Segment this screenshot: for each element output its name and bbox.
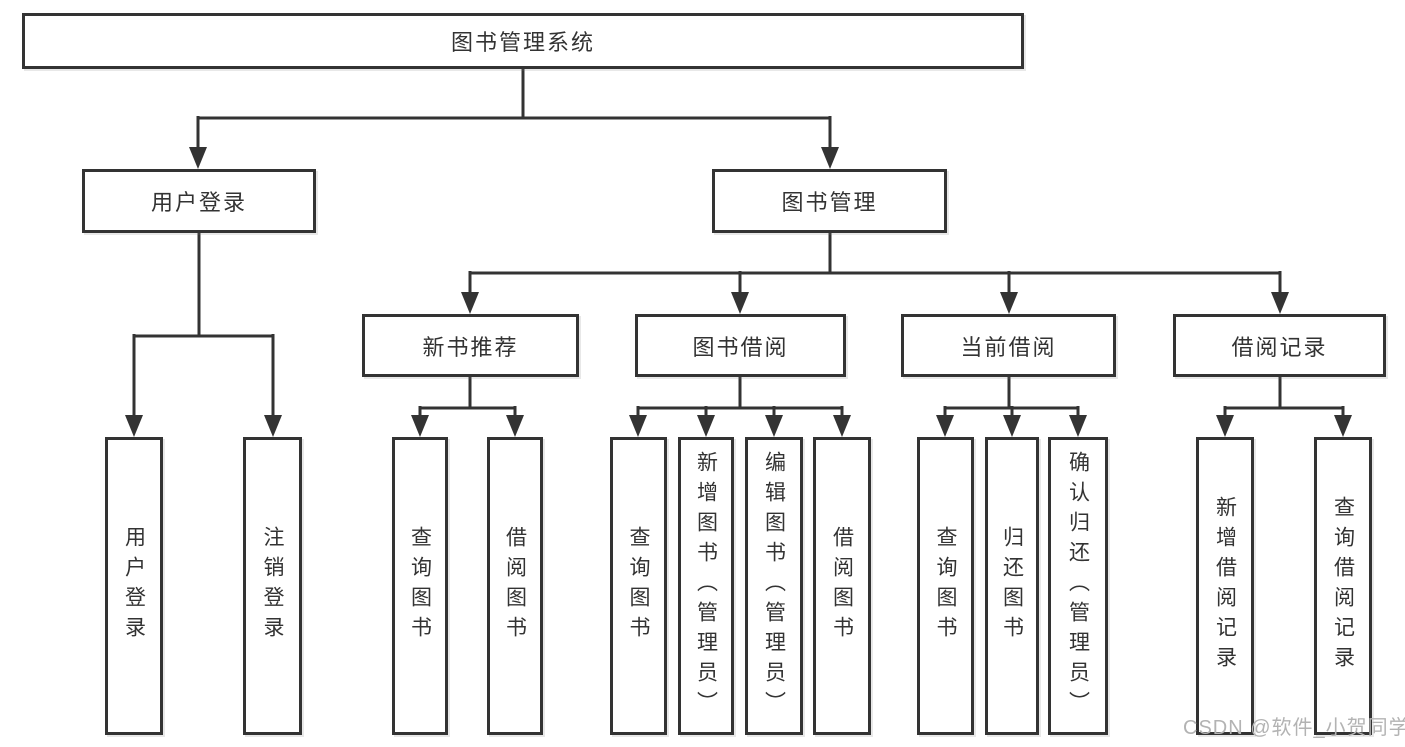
leaf-confirm-return-admin: 确认归还（管理员） [1048, 437, 1108, 735]
node-user-login: 用户登录 [82, 169, 316, 233]
leaf-logout: 注销登录 [243, 437, 302, 735]
leaf-query-borrow-record: 查询借阅记录 [1314, 437, 1372, 735]
node-borrow-records: 借阅记录 [1173, 314, 1386, 377]
leaf-query-books-current: 查询图书 [917, 437, 974, 735]
node-new-book-recommend: 新书推荐 [362, 314, 579, 377]
node-root: 图书管理系统 [22, 13, 1024, 69]
leaf-query-books-recommend: 查询图书 [392, 437, 448, 735]
leaf-user-login: 用户登录 [105, 437, 163, 735]
node-current-borrow: 当前借阅 [901, 314, 1116, 377]
leaf-query-books-borrow: 查询图书 [610, 437, 667, 735]
leaf-borrow-books-recommend: 借阅图书 [487, 437, 543, 735]
leaf-borrow-books-borrow: 借阅图书 [813, 437, 871, 735]
leaf-add-book-admin: 新增图书（管理员） [678, 437, 734, 735]
csdn-watermark: CSDN @软件_小贺同学 [1183, 717, 1405, 739]
leaf-add-borrow-record: 新增借阅记录 [1196, 437, 1254, 735]
node-book-management: 图书管理 [712, 169, 947, 233]
node-book-borrow: 图书借阅 [635, 314, 846, 377]
leaf-edit-book-admin: 编辑图书（管理员） [745, 437, 803, 735]
arrowheads [125, 147, 1352, 437]
leaf-return-book: 归还图书 [985, 437, 1039, 735]
